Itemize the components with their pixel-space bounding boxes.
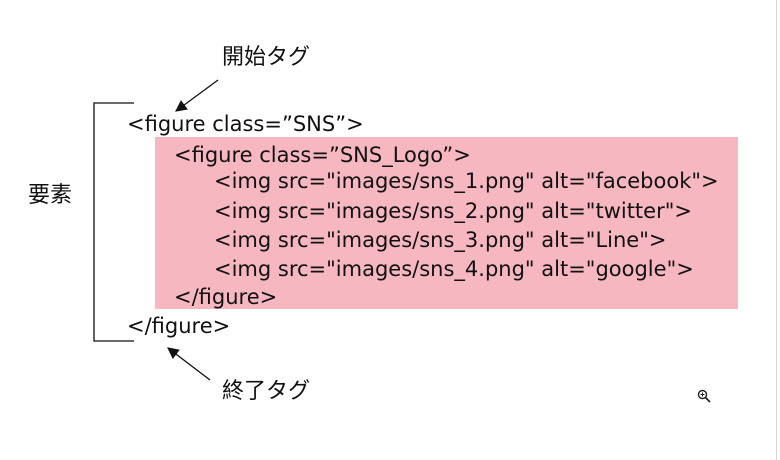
- code-line-img-2: <img src="images/sns_2.png" alt="twitter…: [214, 199, 692, 223]
- code-line-img-4: <img src="images/sns_4.png" alt="google"…: [214, 257, 694, 281]
- start-tag-label: 開始タグ: [222, 45, 311, 70]
- end-tag-arrow: [167, 347, 211, 381]
- code-line-outer-close: </figure>: [127, 314, 231, 338]
- inner-figure-highlight: [155, 137, 738, 309]
- element-bracket: [93, 102, 134, 342]
- zoom-in-icon[interactable]: [697, 389, 711, 403]
- end-tag-label: 終了タグ: [222, 379, 311, 404]
- code-line-outer-open: <figure class=”SNS”>: [127, 112, 364, 136]
- code-line-img-1: <img src="images/sns_1.png" alt="faceboo…: [214, 169, 719, 193]
- page-edge: [776, 0, 777, 460]
- element-label: 要素: [28, 183, 73, 208]
- code-line-inner-close: </figure>: [174, 285, 278, 309]
- code-line-img-3: <img src="images/sns_3.png" alt="Line">: [214, 228, 667, 252]
- code-line-inner-open: <figure class=”SNS_Logo”>: [174, 143, 471, 167]
- start-tag-arrow: [175, 79, 219, 112]
